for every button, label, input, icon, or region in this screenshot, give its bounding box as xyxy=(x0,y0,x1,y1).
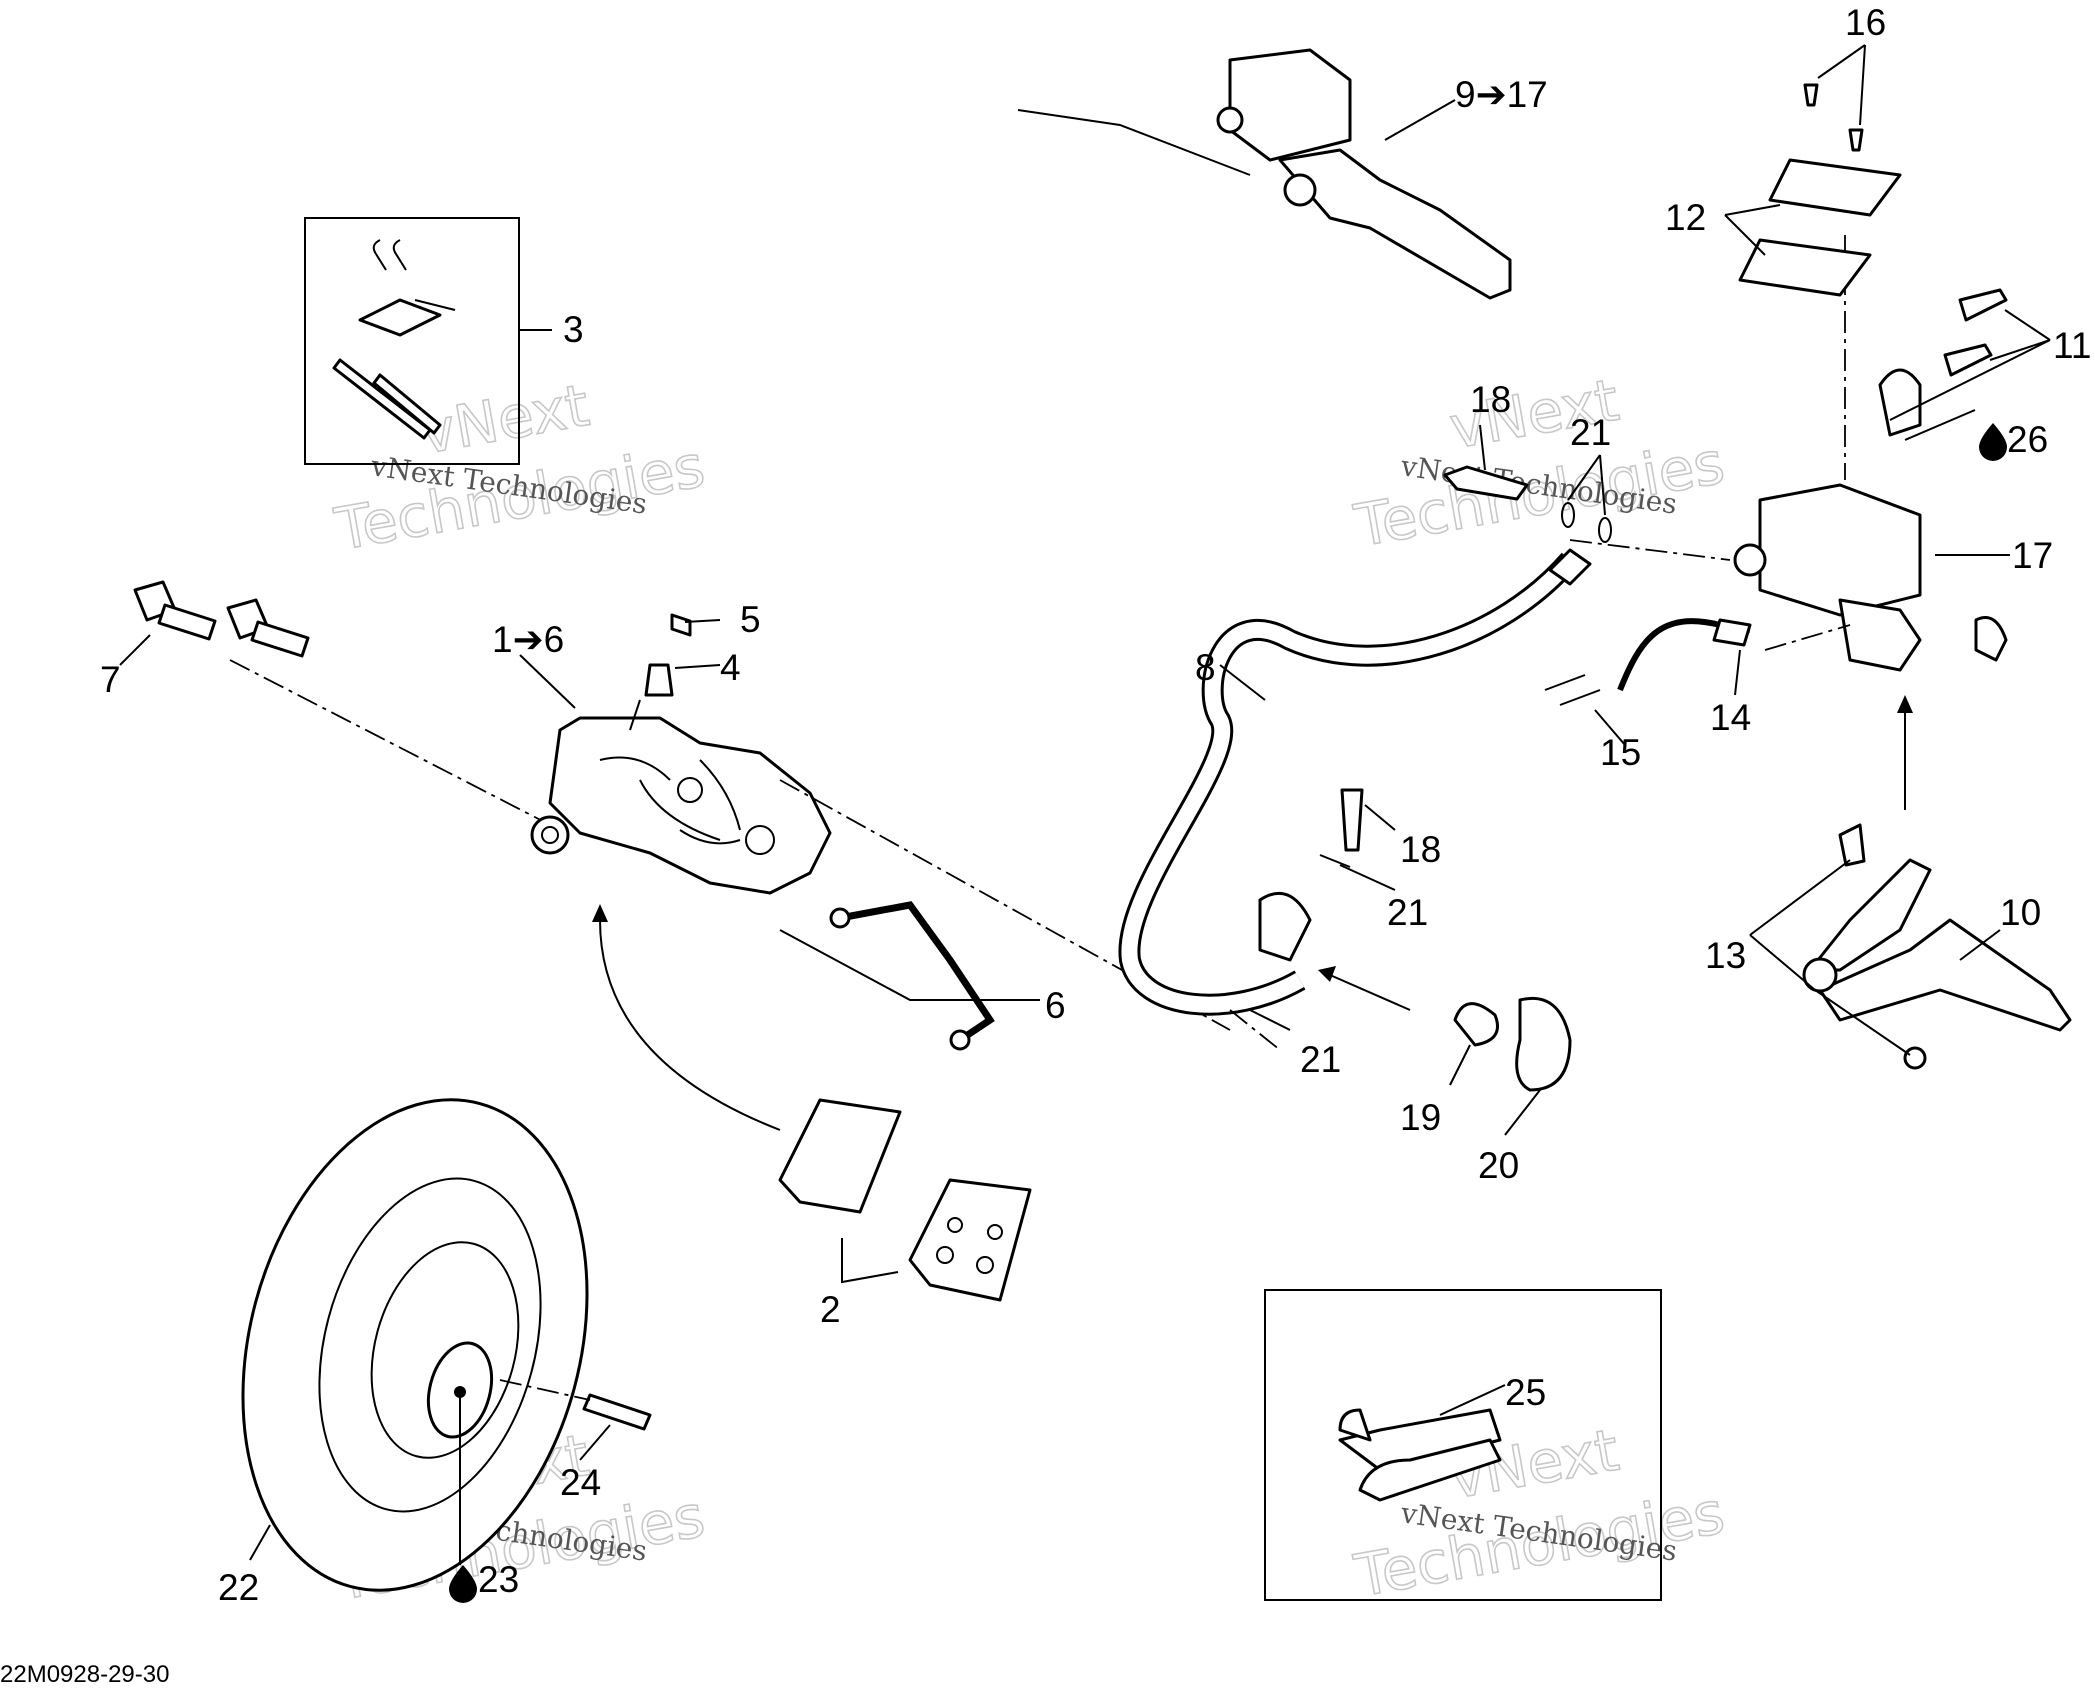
callout-9: 9➔17 xyxy=(1455,74,1548,115)
oil-drop-icon xyxy=(449,1565,477,1603)
disc-key xyxy=(582,1393,652,1431)
callout-24: 24 xyxy=(560,1462,601,1503)
callout-13: 13 xyxy=(1705,935,1746,976)
svg-text:vNext: vNext xyxy=(415,371,594,467)
brake-disc xyxy=(241,1098,589,1592)
handlebar-clamp xyxy=(1878,288,2008,437)
oil-drop-icon xyxy=(1979,423,2007,461)
callout-23: 23 xyxy=(478,1559,519,1600)
master-cylinder xyxy=(1733,483,2008,672)
reservoir-cover xyxy=(1738,83,1902,297)
pin-kit-part xyxy=(332,239,456,440)
callout-12: 12 xyxy=(1665,197,1706,238)
callout-16: 16 xyxy=(1845,2,1886,43)
caliper-bolts xyxy=(133,580,310,658)
callout-1: 1➔6 xyxy=(492,619,564,660)
banjo-bolt-lower xyxy=(1319,788,1364,868)
callout-26: 26 xyxy=(2007,419,2048,460)
callout-6: 6 xyxy=(1045,985,1066,1026)
callout-21-top: 21 xyxy=(1570,412,1611,453)
watermark-right-top: vNext Technologies xyxy=(1349,365,1730,561)
callout-8: 8 xyxy=(1195,647,1216,688)
callout-5: 5 xyxy=(740,599,761,640)
main-brake-hose xyxy=(1118,548,1592,1016)
brake-light-switch-wire xyxy=(1544,618,1752,706)
callout-11: 11 xyxy=(2053,325,2091,366)
hose-clamp-and-boot xyxy=(1453,996,1572,1092)
callout-7: 7 xyxy=(100,659,121,700)
callout-21-lower: 21 xyxy=(1300,1039,1341,1080)
brake-line-small xyxy=(829,901,995,1051)
callout-22: 22 xyxy=(218,1567,259,1608)
callout-21-mid: 21 xyxy=(1387,892,1428,933)
brake-pads xyxy=(778,1098,1032,1302)
clip-box-25 xyxy=(1264,1289,1662,1601)
callout-4: 4 xyxy=(720,647,741,688)
brake-caliper xyxy=(530,716,832,895)
right-brake-lever xyxy=(1802,823,2072,1070)
cable-clip xyxy=(1338,1408,1502,1502)
kit-box-3 xyxy=(304,217,520,465)
callout-18-lower: 18 xyxy=(1400,829,1441,870)
callout-15: 15 xyxy=(1600,732,1641,773)
callout-20: 20 xyxy=(1478,1145,1519,1186)
callout-3: 3 xyxy=(563,309,584,350)
callout-10: 10 xyxy=(2000,892,2041,933)
figure-code: 22M0928-29-30 xyxy=(0,1661,169,1688)
left-brake-lever-assembly xyxy=(1017,48,1512,300)
callout-17: 17 xyxy=(2012,535,2053,576)
callout-18-top: 18 xyxy=(1470,379,1511,420)
callout-2: 2 xyxy=(820,1289,841,1330)
callout-19: 19 xyxy=(1400,1097,1441,1138)
banjo-bolt-top xyxy=(1443,465,1612,543)
bleeder-screw xyxy=(644,613,692,697)
callout-14: 14 xyxy=(1710,697,1751,738)
callout-25: 25 xyxy=(1505,1372,1546,1413)
